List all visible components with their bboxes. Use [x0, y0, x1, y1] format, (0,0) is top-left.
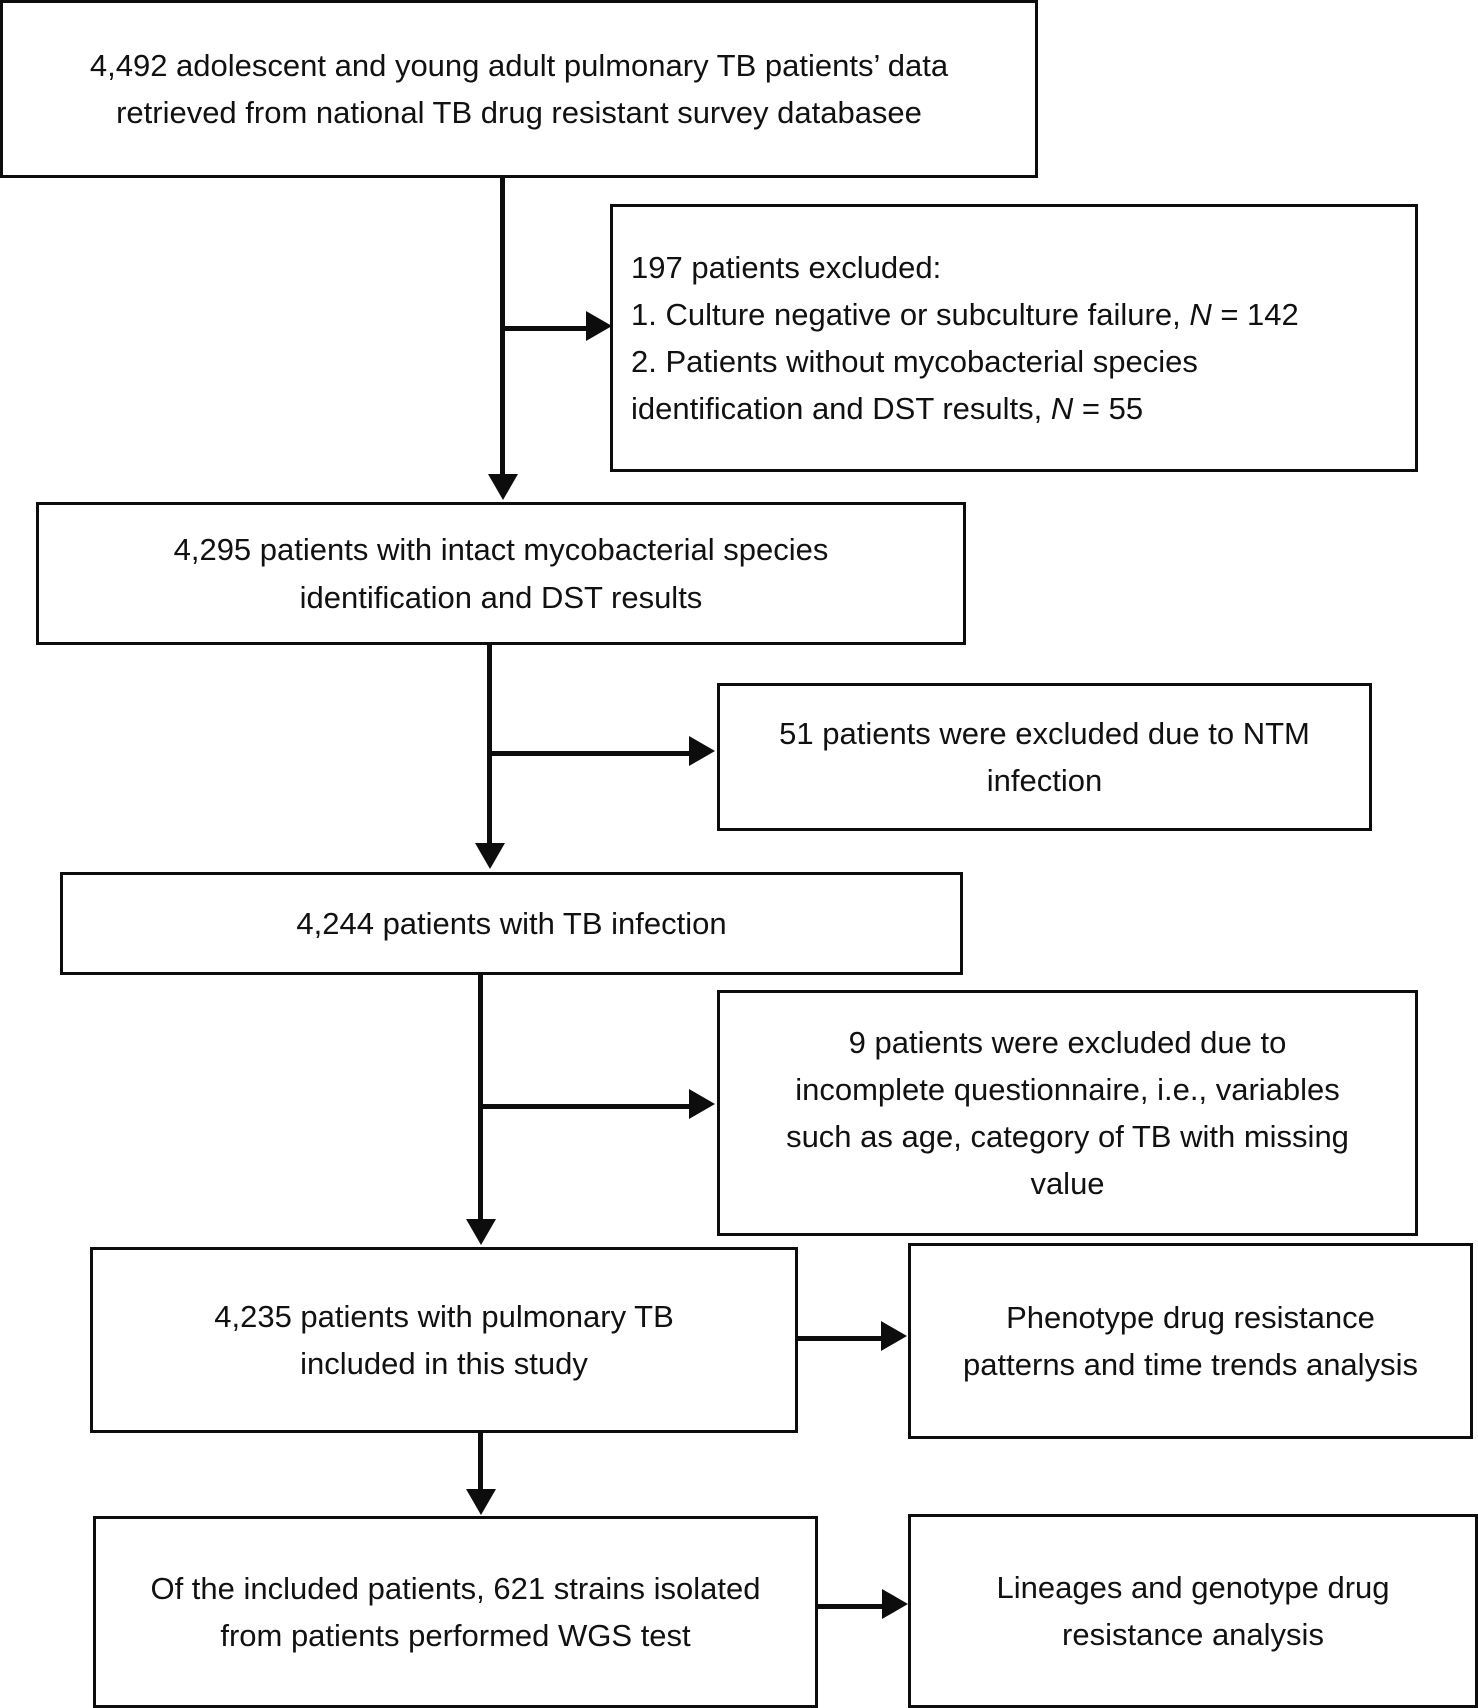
node-wgs-strains-line-2: from patients performed WGS test: [220, 1618, 691, 1653]
node-phenotype-analysis-line-1: Phenotype drug resistance: [1006, 1299, 1375, 1335]
node-wgs-strains-line-1: Of the included patients, 621 strains is…: [150, 1570, 761, 1606]
node-phenotype-analysis-line-2: patterns and time trends analysis: [963, 1347, 1418, 1382]
node-lineage-analysis: Lineages and genotype drug resistance an…: [908, 1514, 1478, 1708]
node-excluded-9-line-2: incomplete questionnaire, i.e., variable…: [795, 1071, 1340, 1107]
connector-tbinf-to-included-arrowhead: [466, 1219, 496, 1245]
node-excluded-9-line-3: such as age, category of TB with missing: [786, 1119, 1349, 1154]
node-excluded-197-line-2: 1. Culture negative or subculture failur…: [613, 291, 1415, 338]
node-source-cohort: 4,492 adolescent and young adult pulmona…: [0, 0, 1038, 178]
connector-included-to-phenotype-line: [798, 1336, 884, 1341]
node-included-study-line-2: included in this study: [300, 1346, 588, 1381]
connector-tbinf-to-excluded9-arrowhead: [689, 1089, 715, 1119]
connector-intact-to-tbinf-arrowhead: [475, 843, 505, 869]
node-excluded-197-line-1: 197 patients excluded:: [631, 249, 942, 285]
connector-source-to-excluded197-arrowhead: [586, 311, 612, 341]
connector-intact-to-tbinf-line: [487, 645, 492, 847]
connector-source-to-intact-arrowhead: [488, 474, 518, 500]
node-wgs-strains: Of the included patients, 621 strains is…: [93, 1516, 818, 1708]
connector-intact-to-ntm-line: [492, 751, 692, 756]
node-excluded-9-line-1: 9 patients were excluded due to: [848, 1024, 1287, 1060]
node-source-line-1: 4,492 adolescent and young adult pulmona…: [89, 47, 949, 83]
node-excluded-197-line-4-value: = 55: [1073, 391, 1144, 427]
connector-included-to-wgs-arrowhead: [466, 1489, 496, 1515]
node-excluded-197-line-3: 2. Patients without mycobacterial specie…: [631, 344, 1198, 379]
node-included-study: 4,235 patients with pulmonary TB include…: [90, 1247, 798, 1433]
node-source-line-2: retrieved from national TB drug resistan…: [116, 95, 922, 130]
node-lineage-analysis-line-2: resistance analysis: [1062, 1617, 1324, 1652]
connector-included-to-wgs-line: [478, 1433, 483, 1493]
connector-source-to-intact-line: [500, 178, 505, 478]
node-excluded-ntm-line-1: 51 patients were excluded due to NTM: [779, 715, 1310, 751]
node-excluded-9-line-4: value: [1030, 1166, 1105, 1202]
node-excluded-197-line-2-symbol: N: [1189, 296, 1212, 332]
connector-tbinf-to-excluded9-line: [483, 1104, 692, 1109]
node-intact-species-line-1: 4,295 patients with intact mycobacterial…: [173, 532, 829, 568]
node-excluded-197-line-2-value: = 142: [1211, 296, 1299, 332]
connector-intact-to-ntm-arrowhead: [689, 736, 715, 766]
node-tb-infection: 4,244 patients with TB infection: [60, 872, 963, 975]
node-intact-species-line-2: identification and DST results: [299, 579, 703, 615]
connector-source-to-excluded197-line: [505, 326, 589, 331]
node-intact-species: 4,295 patients with intact mycobacterial…: [36, 502, 966, 645]
node-excluded-197-line-4-symbol: N: [1050, 391, 1074, 427]
node-lineage-analysis-line-1: Lineages and genotype drug: [996, 1569, 1390, 1605]
node-included-study-line-1: 4,235 patients with pulmonary TB: [214, 1298, 674, 1334]
node-excluded-ntm-line-2: infection: [986, 763, 1103, 798]
node-phenotype-analysis: Phenotype drug resistance patterns and t…: [908, 1243, 1473, 1439]
node-excluded-197-line-4: identification and DST results, N = 55: [613, 385, 1415, 432]
connector-wgs-to-lineage-line: [818, 1604, 885, 1609]
node-excluded-ntm: 51 patients were excluded due to NTM inf…: [717, 683, 1372, 831]
connector-wgs-to-lineage-arrowhead: [882, 1589, 908, 1619]
node-excluded-197: 197 patients excluded: 1. Culture negati…: [610, 204, 1418, 472]
node-excluded-197-line-4-text: identification and DST results,: [631, 391, 1051, 427]
node-excluded-197-line-2-text: 1. Culture negative or subculture failur…: [631, 296, 1190, 332]
connector-included-to-phenotype-arrowhead: [881, 1321, 907, 1351]
node-excluded-9: 9 patients were excluded due to incomple…: [717, 990, 1418, 1236]
node-tb-infection-line-1: 4,244 patients with TB infection: [296, 905, 727, 941]
connector-tbinf-to-included-line: [478, 975, 483, 1223]
